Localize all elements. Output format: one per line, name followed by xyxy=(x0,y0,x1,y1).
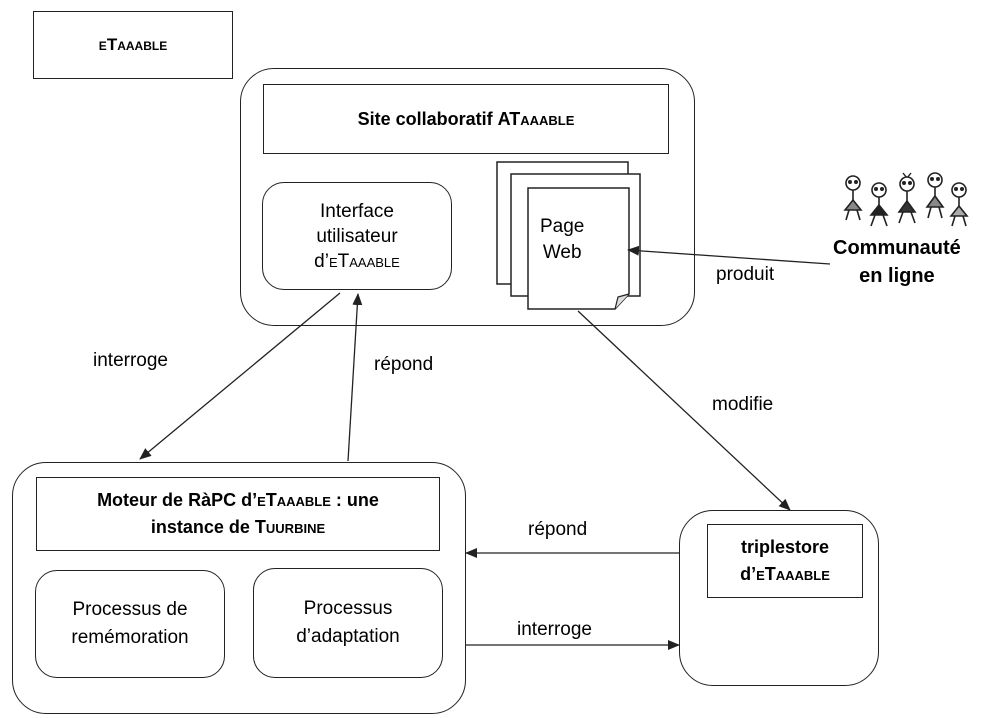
arrow-modifie xyxy=(577,310,791,511)
processus-rememoration-box: Processus de remémoration xyxy=(35,570,225,678)
interface-utilisateur-label: Interface utilisateur d’eTaaable xyxy=(314,200,400,272)
processus-rememoration-label: Processus de remémoration xyxy=(71,599,189,648)
arrow-repond-top xyxy=(347,293,363,462)
arrow-produit xyxy=(627,245,831,265)
page-web-label: Page Web xyxy=(540,216,585,263)
moteur-rapc-title-box: Moteur de RàPC d’eTaaable : une instance… xyxy=(36,477,440,551)
page-web-document-stack xyxy=(496,161,641,310)
edge-label-interroge-top: interroge xyxy=(93,350,168,371)
edge-label-interroge-bottom: interroge xyxy=(517,619,592,640)
edge-label-repond-top: répond xyxy=(374,354,434,375)
site-collaboratif-title: Site collaboratif ATaaable xyxy=(357,108,575,129)
edge-label-repond-bottom: répond xyxy=(528,519,588,540)
moteur-rapc-title: Moteur de RàPC d’eTaaable : une instance… xyxy=(97,490,379,537)
community-figures-icon xyxy=(843,172,969,227)
etaaable-title-box: eTaaable xyxy=(33,11,233,79)
interface-utilisateur-box: Interface utilisateur d’eTaaable xyxy=(262,182,452,290)
arrow-interroge-top xyxy=(139,292,341,460)
processus-adaptation-label: Processus d’adaptation xyxy=(296,598,400,647)
triplestore-title-box: triplestore d’eTaaable xyxy=(707,524,863,598)
triplestore-title: triplestore d’eTaaable xyxy=(740,537,830,584)
edge-label-modifie: modifie xyxy=(712,394,774,415)
edge-label-produit: produit xyxy=(716,264,775,285)
community-label: Communauté en ligne xyxy=(833,237,961,287)
site-collaboratif-title-box: Site collaboratif ATaaable xyxy=(263,84,669,154)
etaaable-title: eTaaable xyxy=(98,35,168,54)
processus-adaptation-box: Processus d’adaptation xyxy=(253,568,443,678)
